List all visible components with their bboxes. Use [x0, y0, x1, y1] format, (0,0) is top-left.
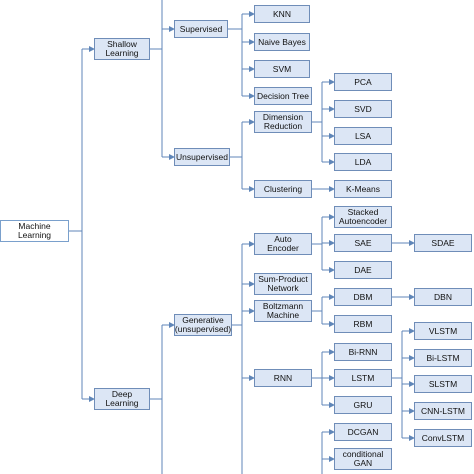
node-dbn: DBN: [414, 288, 472, 306]
node-knn: KNN: [254, 5, 310, 23]
node-cnn-lstm: CNN-LSTM: [414, 402, 472, 420]
node-decision-tree: Decision Tree: [254, 87, 312, 105]
node-slstm: SLSTM: [414, 375, 472, 393]
node-naive-bayes: Naive Bayes: [254, 33, 310, 51]
node-shallow-learning: Shallow Learning: [94, 38, 150, 60]
node-dcgan: DCGAN: [334, 423, 392, 441]
node-bi-lstm: Bi-LSTM: [414, 349, 472, 367]
node-unsupervised: Unsupervised: [174, 148, 230, 166]
node-gru: GRU: [334, 396, 392, 414]
node-dbm: DBM: [334, 288, 392, 306]
node-rnn: RNN: [254, 369, 312, 387]
node-dimension-reduction: Dimension Reduction: [254, 111, 312, 133]
node-k-means: K-Means: [334, 180, 392, 198]
node-dae: DAE: [334, 261, 392, 279]
node-lsa: LSA: [334, 127, 392, 145]
node-svd: SVD: [334, 100, 392, 118]
node-sae: SAE: [334, 234, 392, 252]
node-bi-rnn: Bi-RNN: [334, 343, 392, 361]
node-conditional-gan: conditional GAN: [334, 448, 392, 470]
node-vlstm: VLSTM: [414, 322, 472, 340]
node-sum-product-network: Sum-Product Network: [254, 273, 312, 295]
node-deep-learning: Deep Learning: [94, 388, 150, 410]
node-lstm: LSTM: [334, 369, 392, 387]
node-sdae: SDAE: [414, 234, 472, 252]
node-lda: LDA: [334, 153, 392, 171]
node-convlstm: ConvLSTM: [414, 429, 472, 447]
node-clustering: Clustering: [254, 180, 312, 198]
node-stacked-autoencoder: Stacked Autoencoder: [334, 206, 392, 228]
node-generative: Generative (unsupervised): [174, 314, 232, 336]
node-pca: PCA: [334, 73, 392, 91]
node-boltzmann-machine: Boltzmann Machine: [254, 300, 312, 322]
node-auto-encoder: Auto Encoder: [254, 233, 312, 255]
node-rbm: RBM: [334, 315, 392, 333]
node-supervised: Supervised: [174, 20, 228, 38]
node-svm: SVM: [254, 60, 310, 78]
node-machine-learning: Machine Learning: [0, 220, 69, 242]
